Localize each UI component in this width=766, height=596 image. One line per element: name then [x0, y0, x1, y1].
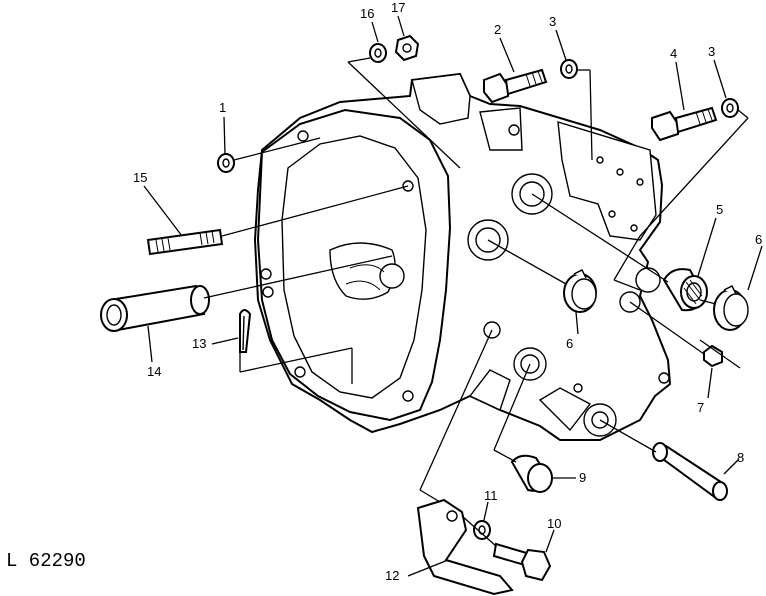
- explosion-lines: [143, 15, 763, 577]
- callout-13: 13: [192, 336, 206, 351]
- sleeve-14: [100, 284, 210, 332]
- washer-3-right: [721, 98, 739, 118]
- callout-10: 10: [547, 516, 561, 531]
- callout-labels: 1 2 3 3 4 5 6 6 7 8 9 10 11 12 13 14 15 …: [6, 0, 762, 583]
- cap-6-center: [563, 269, 597, 313]
- pin-8: [652, 442, 728, 501]
- callout-11: 11: [484, 488, 498, 503]
- washer-16: [369, 43, 387, 63]
- cap-6-right: [713, 285, 749, 331]
- callout-14: 14: [147, 364, 161, 379]
- callout-3: 3: [708, 44, 715, 59]
- stud-15: [146, 228, 224, 256]
- washer-11: [473, 520, 491, 540]
- transmission-housing: [253, 72, 672, 441]
- bracket-12: [416, 498, 514, 596]
- callout-2: 2: [494, 22, 501, 37]
- callout-12: 12: [385, 568, 399, 583]
- nut-17: [394, 34, 420, 62]
- figure-id: L 62290: [6, 550, 86, 572]
- bolt-10: [492, 542, 552, 582]
- callout-16: 16: [360, 6, 374, 21]
- cotter-pin-13: [239, 309, 252, 353]
- plug-7: [703, 344, 723, 368]
- bolt-4: [651, 106, 718, 142]
- callout-6: 6: [755, 232, 762, 247]
- bearing-5: [662, 268, 708, 312]
- bushing-9: [510, 454, 553, 493]
- bolt-2: [483, 68, 548, 104]
- callout-7: 7: [697, 400, 704, 415]
- callout-9: 9: [579, 470, 586, 485]
- callout-5: 5: [716, 202, 723, 217]
- callout-17: 17: [391, 0, 405, 15]
- callout-1: 1: [219, 100, 226, 115]
- callout-3: 3: [549, 14, 556, 29]
- callout-15: 15: [133, 170, 147, 185]
- callout-6: 6: [566, 336, 573, 351]
- washer-1: [217, 153, 235, 173]
- callout-4: 4: [670, 46, 677, 61]
- callout-8: 8: [737, 450, 744, 465]
- washer-3-left: [560, 59, 578, 79]
